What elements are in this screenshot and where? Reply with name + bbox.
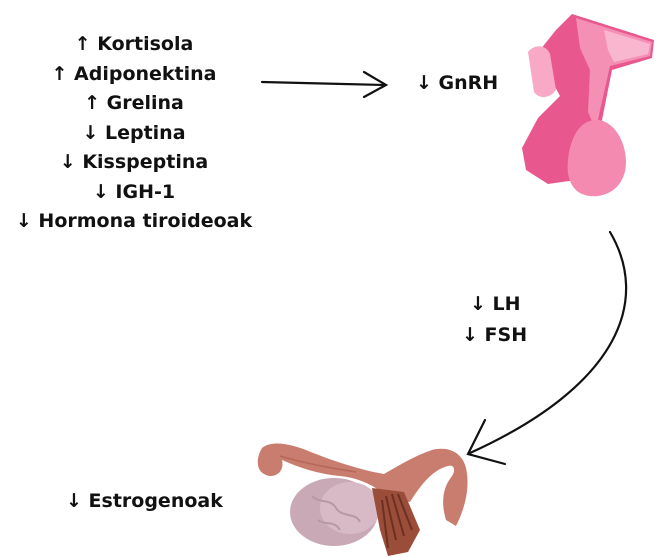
pituitary-gland-icon <box>522 14 654 196</box>
fsh-label: ↓ FSH <box>462 324 527 346</box>
estrogen-label: ↓ Estrogenoak <box>66 490 223 512</box>
ovary-uterus-icon <box>258 444 468 556</box>
arrow-to-ovary <box>468 232 626 464</box>
lh-label: ↓ LH <box>470 293 521 315</box>
gnrh-label: ↓ GnRH <box>416 72 498 94</box>
arrow-to-gnrh <box>262 72 386 97</box>
